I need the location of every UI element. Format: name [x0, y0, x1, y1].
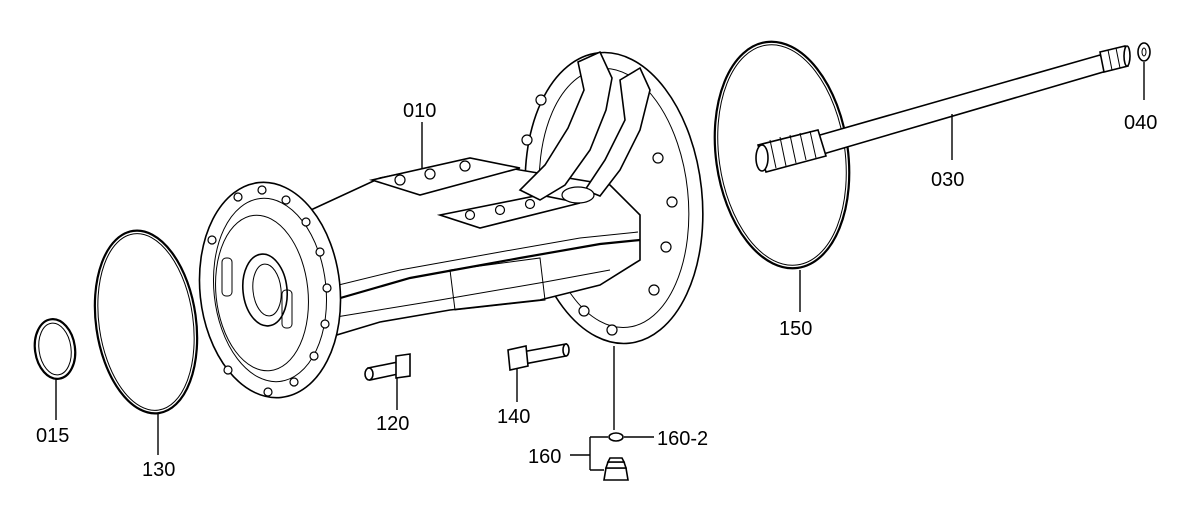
part-130-seal-ring: [93, 229, 199, 455]
label-160-2: 160-2: [657, 428, 708, 450]
part-120-bolt: [364, 353, 411, 410]
label-120: 120: [376, 413, 409, 435]
part-030-axle-shaft: [755, 45, 1131, 173]
label-130: 130: [142, 459, 175, 481]
label-010: 010: [403, 100, 436, 122]
part-015-o-ring: [33, 318, 77, 420]
part-150-gasket: [713, 40, 851, 312]
part-040-washer: [1137, 42, 1151, 100]
label-040: 040: [1124, 112, 1157, 134]
label-015: 015: [36, 425, 69, 447]
label-030: 030: [931, 169, 964, 191]
left-flange-bolt-holes: [207, 185, 332, 397]
label-140: 140: [497, 406, 530, 428]
part-160-breather: [570, 346, 654, 481]
label-150: 150: [779, 318, 812, 340]
flange-bolt-holes: [521, 94, 678, 336]
label-160: 160: [528, 446, 561, 468]
part-010-axle-housing: [198, 50, 704, 399]
part-140-bolt: [507, 343, 570, 402]
